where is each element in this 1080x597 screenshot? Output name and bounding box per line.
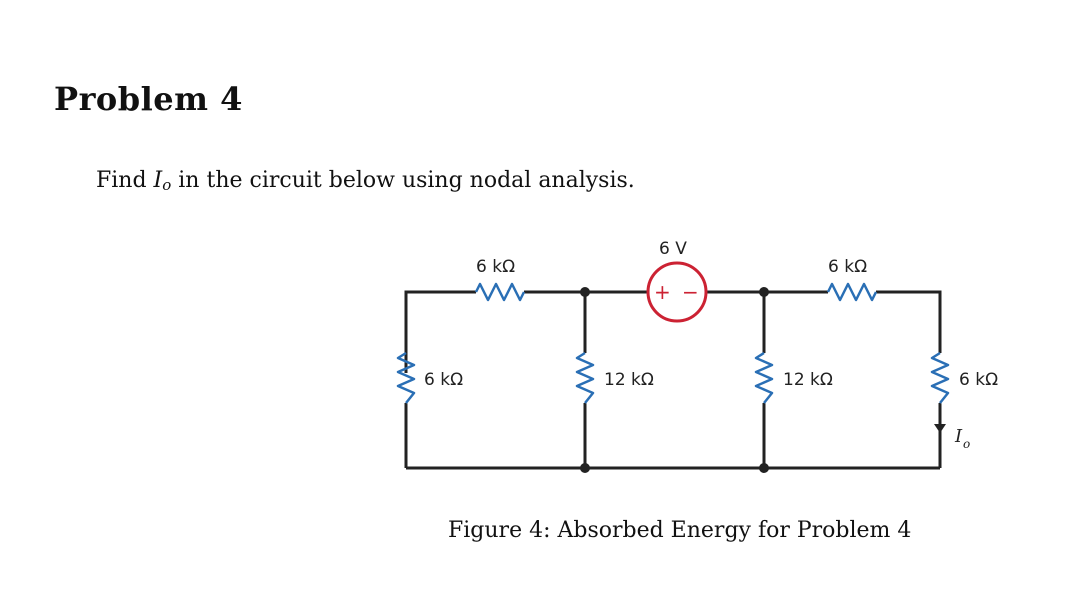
- label-resistor-top-right: 6 kΩ: [828, 257, 867, 277]
- label-resistor-right-vertical: 6 kΩ: [959, 370, 998, 390]
- wire-top-right: [876, 290, 942, 353]
- statement-variable: I: [153, 168, 163, 193]
- figure-caption: Figure 4: Absorbed Energy for Problem 4: [448, 518, 912, 543]
- node-dot-top-b: [759, 287, 769, 297]
- current-arrow-icon: [934, 424, 946, 433]
- statement-suffix: in the circuit below using nodal analysi…: [171, 168, 635, 193]
- resistor-right-vertical: [930, 351, 950, 404]
- label-current-symbol: I: [954, 426, 963, 447]
- source-plus-sign: +: [654, 280, 671, 304]
- problem-heading: Problem 4: [54, 80, 243, 118]
- resistor-top-left: [474, 282, 526, 302]
- statement-variable-subscript: o: [162, 176, 172, 194]
- label-resistor-mid-right-vertical: 12 kΩ: [783, 370, 833, 390]
- statement-prefix: Find: [96, 168, 154, 193]
- label-current-subscript: o: [963, 437, 970, 451]
- node-dot-bottom-b: [759, 463, 769, 473]
- label-resistor-left-vertical: 6 kΩ: [424, 370, 463, 390]
- resistor-mid-left-vertical: [575, 351, 595, 404]
- circuit-wires: [404, 290, 942, 470]
- node-dot-top-a: [580, 287, 590, 297]
- label-voltage-source: 6 V: [659, 239, 687, 259]
- source-minus-sign: −: [682, 280, 699, 304]
- label-resistor-mid-left-vertical: 12 kΩ: [604, 370, 654, 390]
- wire-top-left: [404, 290, 476, 373]
- voltage-source-icon: [646, 261, 708, 323]
- resistor-mid-right-vertical: [754, 351, 774, 404]
- label-resistor-top-left: 6 kΩ: [476, 257, 515, 277]
- resistor-top-right: [826, 282, 878, 302]
- resistor-left-vertical: [396, 351, 416, 404]
- circuit-diagram: + − 6 kΩ 6 kΩ 6 V 6 kΩ 12 kΩ 12 kΩ 6 kΩ …: [396, 239, 998, 473]
- problem-statement: Find Io in the circuit below using nodal…: [96, 168, 635, 194]
- node-dot-bottom-a: [580, 463, 590, 473]
